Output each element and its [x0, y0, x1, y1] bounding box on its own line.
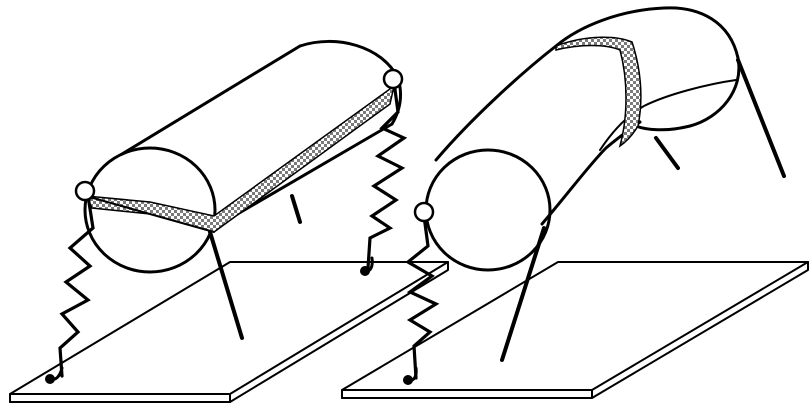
right-bent-tube — [424, 6, 741, 272]
right-panel — [341, 6, 809, 399]
right-support-rod-back — [736, 58, 786, 178]
left-pivot-back — [382, 68, 404, 90]
left-spring-back — [366, 80, 408, 270]
right-support-rod-short — [654, 136, 680, 170]
left-panel — [9, 39, 449, 403]
left-base-plate — [9, 261, 449, 403]
right-checkered-collar — [555, 36, 642, 148]
left-pivot-front — [74, 180, 96, 202]
left-support-rod-short — [290, 194, 302, 224]
right-base-plate — [341, 261, 809, 399]
right-support-rod-front — [500, 226, 546, 362]
left-cylinder — [83, 39, 402, 274]
left-checkered-band — [84, 84, 396, 233]
left-spring-front — [58, 194, 95, 378]
left-support-rod-main — [208, 230, 244, 340]
right-pivot — [413, 201, 435, 223]
right-spring — [405, 214, 440, 380]
